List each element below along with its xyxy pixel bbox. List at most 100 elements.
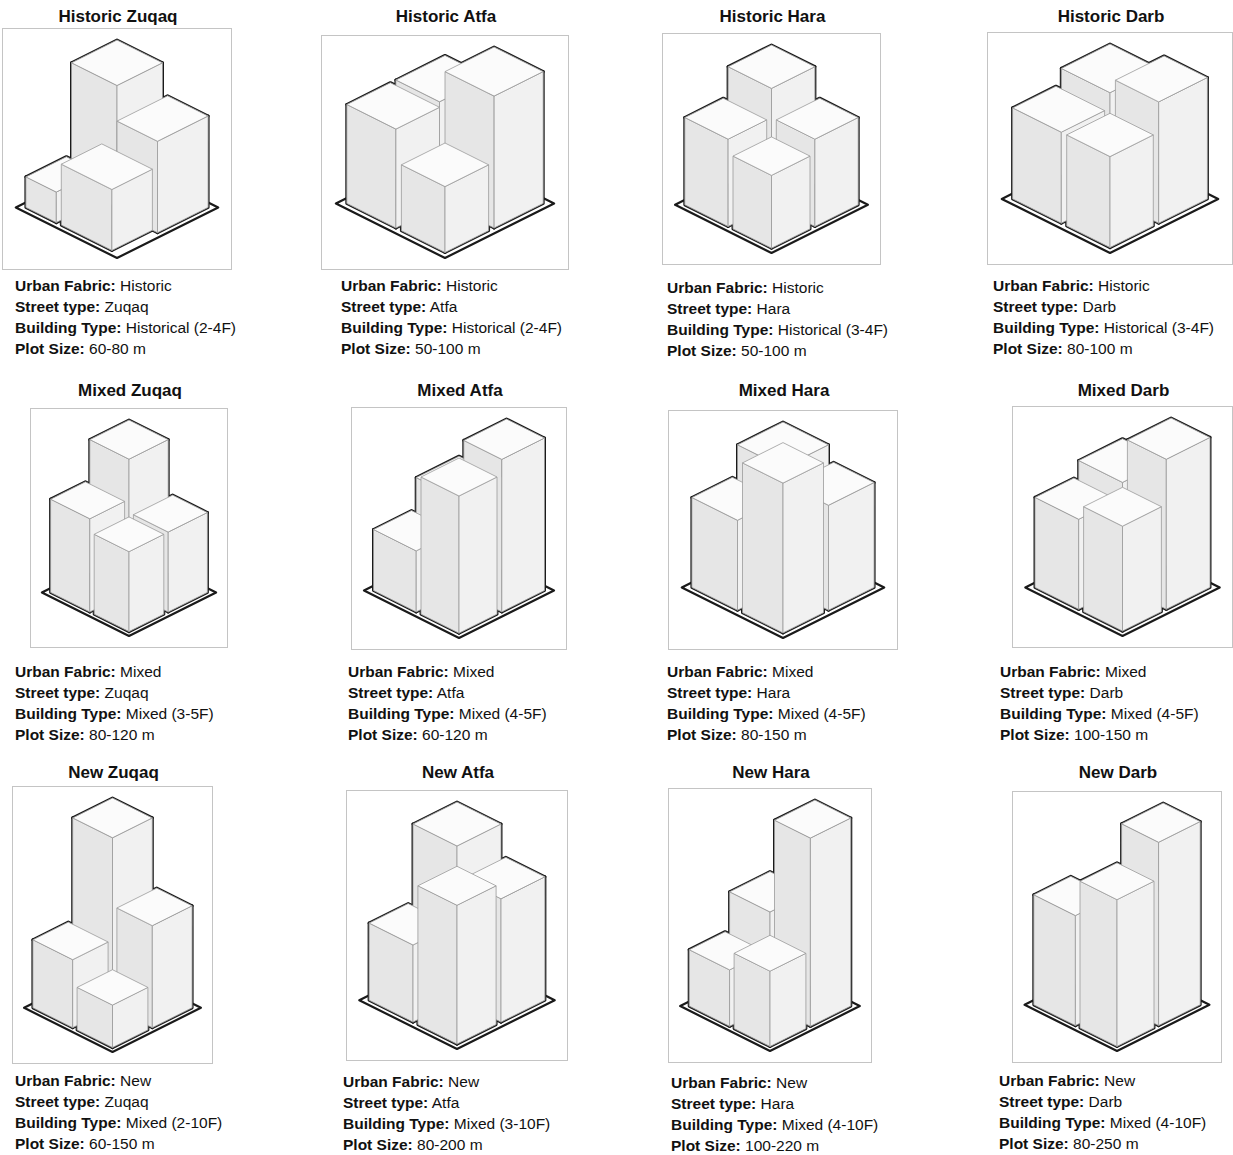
building-mass (743, 443, 824, 633)
attribute-line: Urban Fabric: New (343, 1073, 479, 1091)
massing-silhouette (692, 422, 874, 633)
massing-silhouette (689, 800, 851, 1047)
attribute-line: Building Type: Historical (3-4F) (993, 319, 1214, 337)
panel-title: Mixed Hara (739, 381, 830, 401)
panel-frame: Mixed HaraUrban Fabric: MixedStreet type… (668, 410, 898, 650)
building-face (117, 96, 208, 142)
massing-silhouette (369, 802, 545, 1044)
attribute-line: Building Type: Historical (2-4F) (341, 319, 562, 337)
panel-frame: Historic AtfaUrban Fabric: HistoricStree… (321, 35, 569, 270)
attribute-line: Urban Fabric: Historic (667, 279, 824, 297)
building-face (1159, 822, 1201, 1026)
massing-model (42, 420, 216, 636)
building-face (413, 802, 501, 846)
silhouette-face (494, 72, 543, 228)
building-face (457, 886, 496, 1044)
panel-frame: New HaraUrban Fabric: NewStreet type: Ha… (668, 788, 872, 1063)
silhouette-face (457, 886, 496, 1044)
panel-title: Mixed Atfa (417, 381, 502, 401)
panel-frame: Historic ZuqaqUrban Fabric: HistoricStre… (2, 28, 232, 270)
building-face (94, 517, 164, 552)
massing-model (1002, 44, 1218, 253)
attribute-line: Plot Size: 60-120 m (348, 726, 488, 744)
silhouette-face (501, 877, 545, 1022)
building-face (152, 906, 192, 1028)
building-face (33, 922, 108, 960)
massing-model (1025, 803, 1210, 1051)
panel-frame: Historic HaraUrban Fabric: HistoricStree… (662, 33, 881, 265)
massing-model (336, 47, 554, 258)
attribute-line: Building Type: Mixed (4-10F) (999, 1114, 1206, 1132)
attribute-line: Plot Size: 100-150 m (1000, 726, 1148, 744)
panel-frame: Mixed AtfaUrban Fabric: MixedStreet type… (351, 407, 567, 650)
attribute-line: Plot Size: 80-250 m (999, 1135, 1139, 1153)
panel-title: Historic Darb (1058, 7, 1165, 27)
silhouette-face (1084, 507, 1123, 631)
massing-model (16, 40, 218, 258)
building-mass (418, 866, 496, 1044)
massing-model (680, 800, 860, 1051)
panel-title: New Hara (732, 763, 809, 783)
panel-title: Historic Zuqaq (58, 7, 177, 27)
attribute-line: Street type: Darb (993, 298, 1116, 316)
massing-model (24, 798, 201, 1052)
attribute-line: Street type: Hara (667, 684, 790, 702)
building-face (464, 419, 545, 459)
attribute-line: Urban Fabric: Historic (993, 277, 1150, 295)
building-face (72, 40, 163, 86)
silhouette-face (783, 463, 824, 633)
panel-frame: New DarbUrban Fabric: NewStreet type: Da… (1012, 791, 1222, 1063)
silhouette-face (1034, 895, 1076, 1026)
building-face (685, 98, 767, 139)
building-face (743, 443, 824, 484)
building-face (501, 877, 545, 1022)
silhouette-face (502, 438, 545, 612)
building-face (728, 45, 815, 88)
building-face (61, 144, 152, 190)
panel-frame: New AtfaUrban Fabric: NewStreet type: At… (346, 790, 568, 1061)
attribute-line: Street type: Zuqaq (15, 1093, 149, 1111)
building-face (1084, 507, 1123, 631)
building-mass (734, 935, 806, 1046)
attribute-line: Plot Size: 80-200 m (343, 1136, 483, 1154)
building-face (1115, 56, 1207, 102)
attribute-line: Street type: Darb (1000, 684, 1123, 702)
massing-silhouette (33, 798, 192, 1048)
silhouette-face (1080, 881, 1117, 1046)
building-face (77, 970, 148, 1005)
silhouette-face (152, 906, 192, 1028)
attribute-line: Urban Fabric: Mixed (667, 663, 813, 681)
attribute-line: Urban Fabric: Mixed (15, 663, 161, 681)
panel-title: Historic Hara (720, 7, 826, 27)
building-face (1080, 863, 1154, 900)
silhouette-face (1166, 437, 1210, 609)
building-face (1127, 418, 1210, 459)
building-face (347, 83, 440, 129)
silhouette-face (1159, 822, 1201, 1026)
building-face (117, 888, 192, 926)
attribute-line: Building Type: Mixed (4-5F) (348, 705, 547, 723)
attribute-line: Building Type: Mixed (4-10F) (671, 1116, 878, 1134)
panel-title: New Atfa (422, 763, 494, 783)
building-face (421, 458, 497, 496)
building-face (418, 866, 496, 905)
building-face (51, 482, 125, 519)
attribute-line: Plot Size: 50-100 m (341, 340, 481, 358)
building-face (775, 800, 851, 838)
massing-model (675, 45, 868, 253)
attribute-line: Urban Fabric: New (671, 1074, 807, 1092)
building-face (90, 420, 168, 459)
building-face (73, 798, 153, 838)
building-mass (733, 137, 810, 248)
building-face (776, 98, 858, 139)
attribute-line: Street type: Atfa (341, 298, 457, 316)
attribute-line: Building Type: Mixed (4-5F) (667, 705, 866, 723)
building-face (1117, 881, 1154, 1046)
building-mass (94, 517, 164, 632)
massing-silhouette (1013, 44, 1208, 248)
building-face (418, 886, 457, 1044)
massing-model (359, 802, 554, 1049)
building-face (459, 477, 497, 633)
silhouette-face (743, 463, 784, 633)
